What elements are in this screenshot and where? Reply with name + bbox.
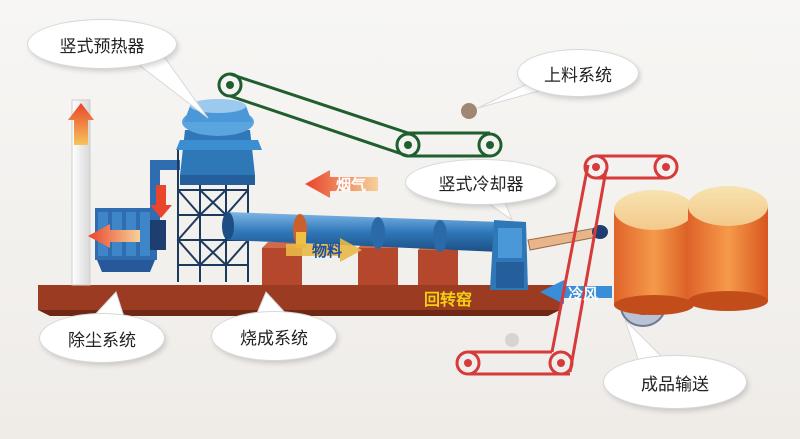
firing-system-label: 烧成系统	[212, 312, 336, 360]
flue-gas-arrow	[305, 170, 378, 198]
material-text: 物料	[312, 242, 343, 260]
flue-gas-text: 烟气	[336, 176, 367, 194]
raw-material-pile	[461, 103, 477, 119]
base-platform-front	[38, 310, 560, 316]
product-conveying-label: 成品输送	[604, 356, 746, 408]
feed-conveyor	[217, 72, 503, 158]
dust-removal-label: 除尘系统	[40, 314, 164, 362]
preheater-label: 竖式预热器	[28, 20, 176, 68]
dust-left-arrow	[88, 224, 140, 248]
chimney	[71, 99, 91, 286]
material-arrow	[286, 238, 362, 262]
preheater-body	[180, 130, 255, 175]
base-platform	[38, 285, 560, 310]
cold-air-arrow	[540, 280, 612, 304]
cold-air-text: 冷风	[568, 285, 599, 303]
rotary-kiln-text: 回转窑	[424, 290, 473, 309]
product-silos	[614, 186, 768, 315]
feeding-system-label: 上料系统	[518, 50, 638, 96]
cooler-label: 竖式冷却器	[406, 160, 556, 204]
chimney-up-arrow	[68, 103, 94, 145]
product-conveyor	[455, 154, 679, 376]
